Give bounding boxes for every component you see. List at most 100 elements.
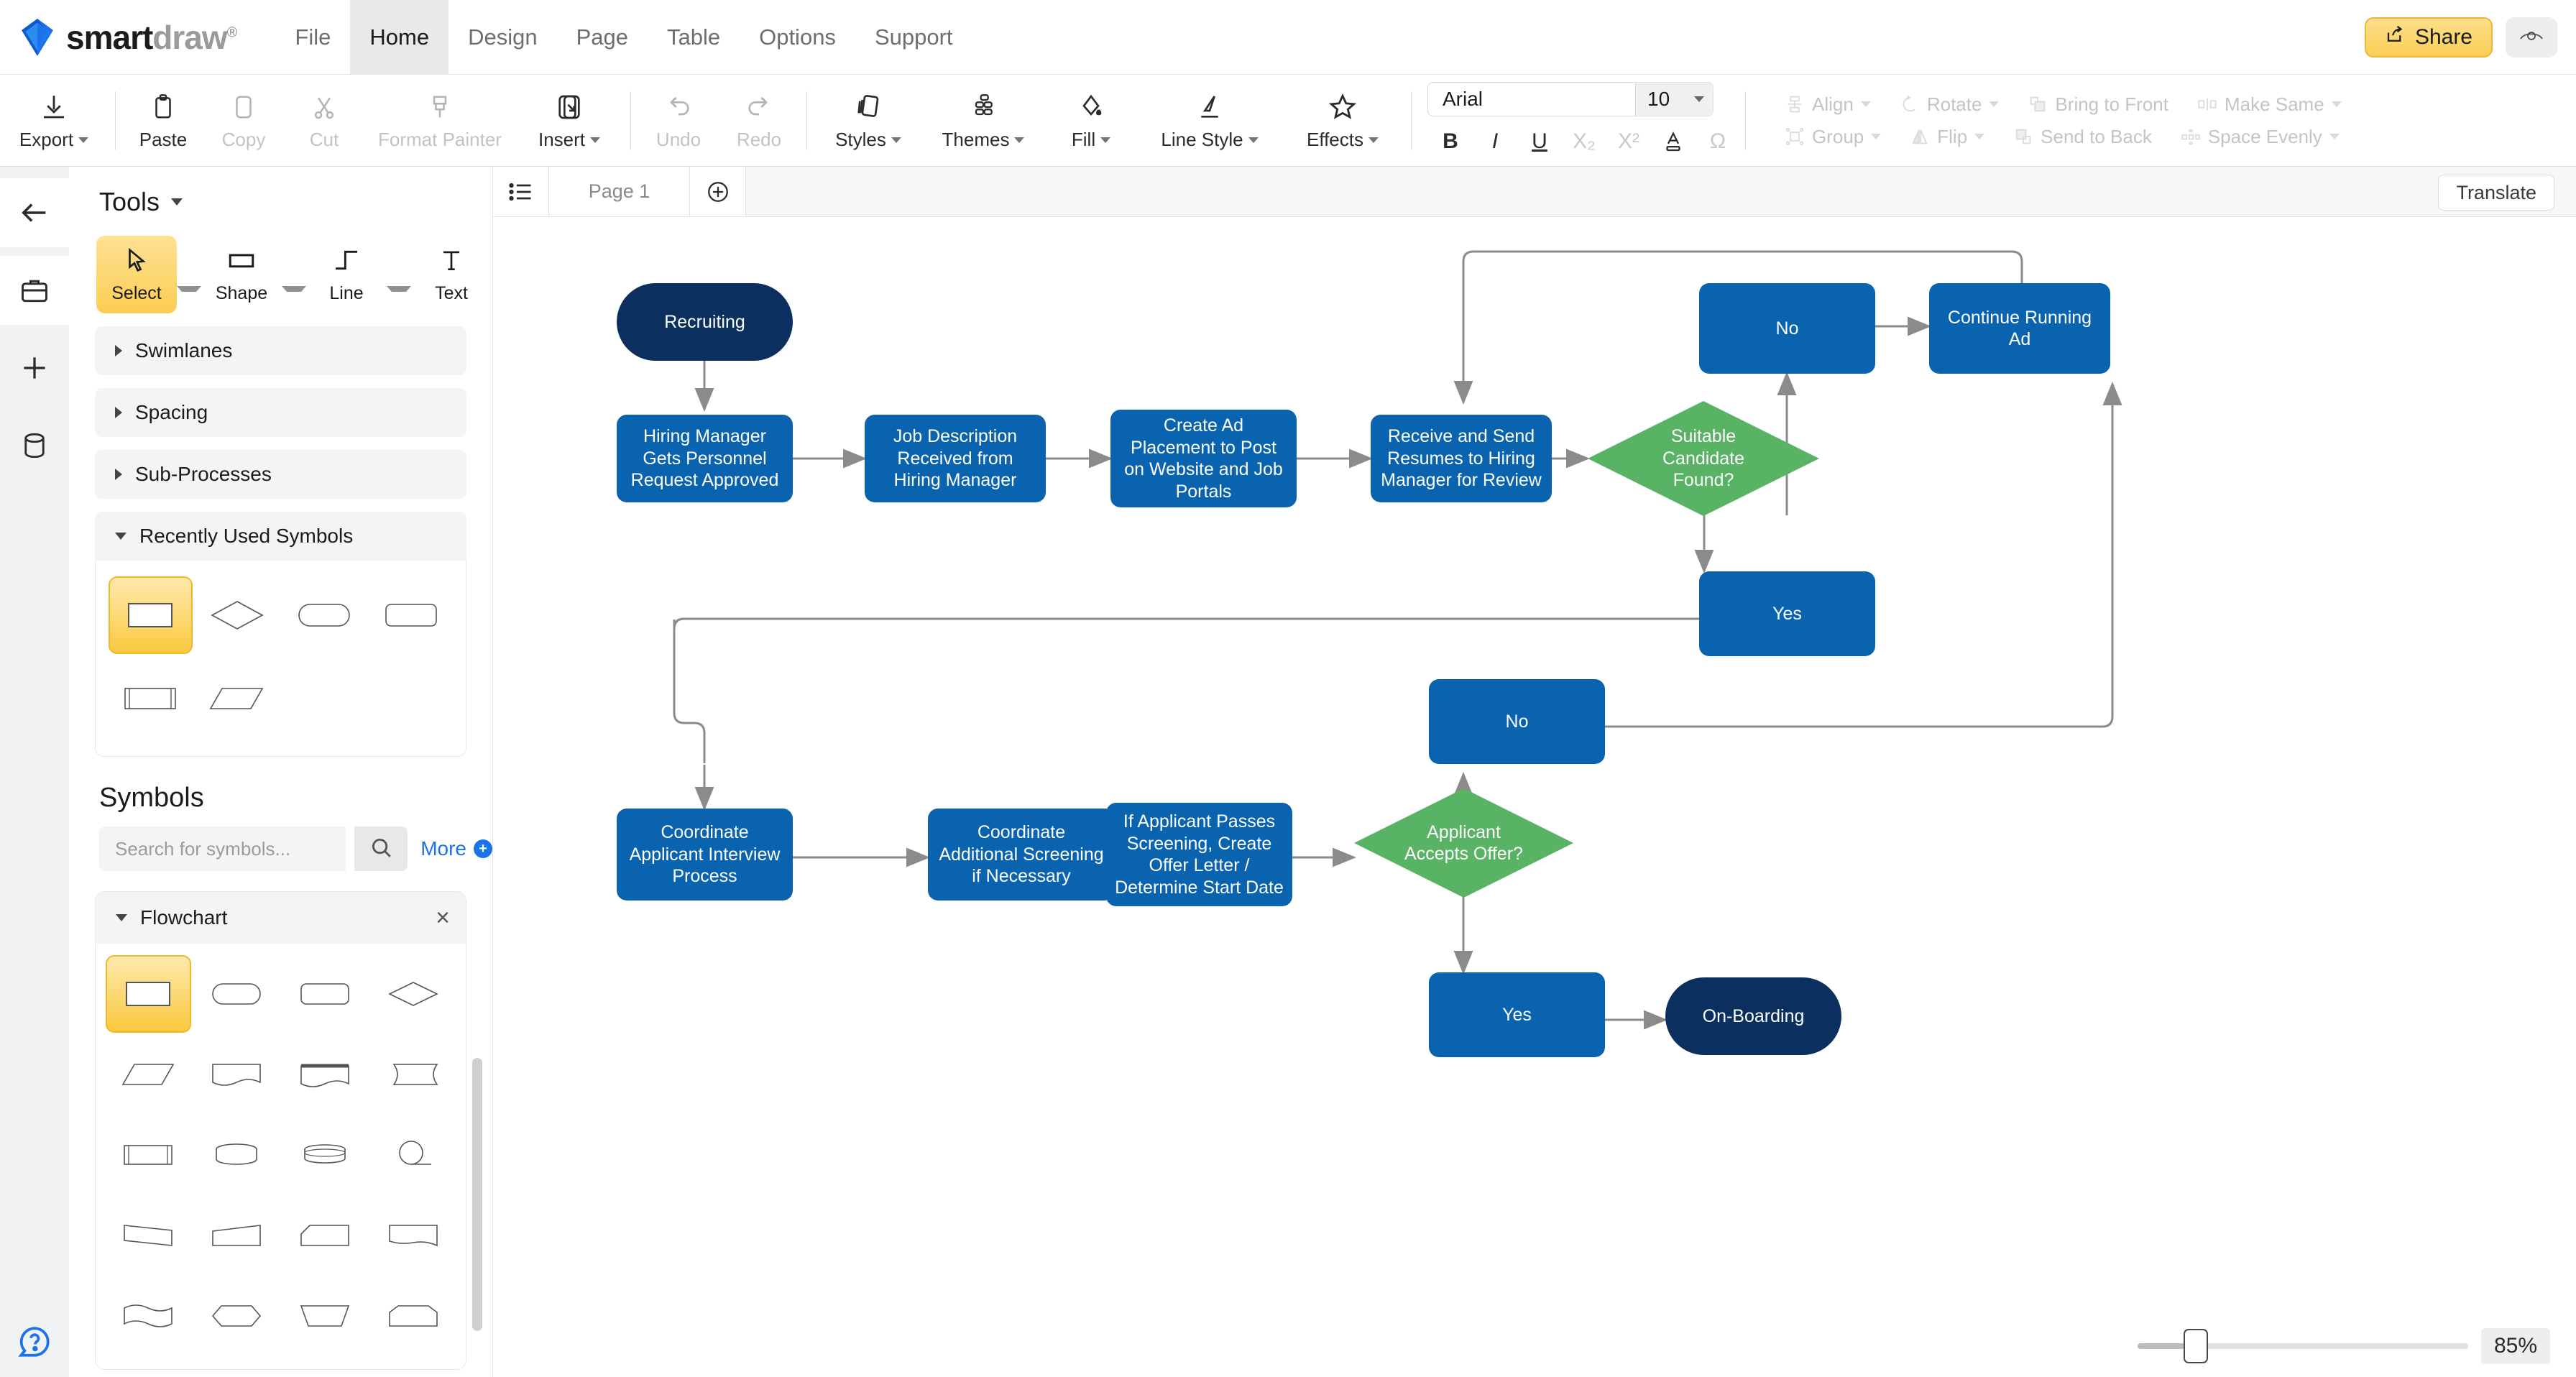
node-no-offer[interactable]: No bbox=[1429, 679, 1605, 764]
superscript-button[interactable]: X² bbox=[1618, 129, 1639, 153]
page-tab-1[interactable]: Page 1 bbox=[549, 167, 690, 216]
symbol-direct-access-storage[interactable] bbox=[194, 1116, 280, 1194]
symbol-wave[interactable] bbox=[106, 1277, 191, 1355]
accordion-spacing[interactable]: Spacing bbox=[95, 388, 466, 437]
underline-button[interactable]: U bbox=[1532, 129, 1547, 153]
tool-text[interactable]: Text bbox=[411, 236, 492, 313]
brand-logo[interactable]: smartdraw® bbox=[20, 18, 237, 57]
align-button[interactable]: Align bbox=[1770, 93, 1885, 116]
symbol-rectangle[interactable] bbox=[106, 955, 191, 1033]
node-yes-suitable[interactable]: Yes bbox=[1699, 571, 1875, 656]
menu-item-home[interactable]: Home bbox=[350, 0, 449, 75]
export-button[interactable]: Export bbox=[0, 75, 108, 167]
font-color-button[interactable] bbox=[1653, 124, 1693, 160]
menu-item-support[interactable]: Support bbox=[874, 24, 953, 50]
bold-button[interactable]: B bbox=[1443, 129, 1458, 153]
effects-button[interactable]: Effects bbox=[1282, 75, 1404, 167]
symbol-hexagon[interactable] bbox=[194, 1277, 280, 1355]
symbol-rounded-rectangle[interactable] bbox=[282, 955, 368, 1033]
panel-title[interactable]: Tools bbox=[69, 167, 492, 217]
subscript-button[interactable]: X₂ bbox=[1573, 129, 1596, 153]
line-tool-chevron-icon[interactable] bbox=[387, 286, 411, 292]
symbol-predefined-process[interactable] bbox=[106, 1116, 191, 1194]
panel-scrollbar[interactable] bbox=[472, 1058, 482, 1331]
page-list-button[interactable] bbox=[493, 167, 549, 216]
share-button[interactable]: Share bbox=[2364, 17, 2493, 57]
zoom-slider-thumb[interactable] bbox=[2183, 1329, 2208, 1363]
back-button[interactable] bbox=[0, 178, 69, 247]
symbol-diamond[interactable] bbox=[196, 576, 280, 654]
styles-button[interactable]: Styles bbox=[814, 75, 922, 167]
send-to-back-button[interactable]: Send to Back bbox=[1999, 126, 2166, 148]
flip-button[interactable]: Flip bbox=[1895, 126, 1999, 148]
symbol-corner-cut-rectangle[interactable] bbox=[282, 1197, 368, 1274]
tool-line[interactable]: Line bbox=[306, 236, 387, 313]
paste-button[interactable]: Paste bbox=[123, 75, 203, 167]
symbol-bowtie[interactable] bbox=[106, 1197, 191, 1274]
symbol-stadium[interactable] bbox=[282, 576, 367, 654]
redo-button[interactable]: Redo bbox=[719, 75, 799, 167]
preview-eye-button[interactable] bbox=[2506, 17, 2557, 57]
translate-button[interactable]: Translate bbox=[2438, 175, 2554, 211]
symbol-diamond[interactable] bbox=[370, 955, 456, 1033]
space-evenly-button[interactable]: Space Evenly bbox=[2166, 126, 2354, 148]
symbol-connector-circle[interactable] bbox=[370, 1116, 456, 1194]
symbol-document[interactable] bbox=[194, 1036, 280, 1113]
menu-item-design[interactable]: Design bbox=[468, 24, 538, 50]
accordion-swimlanes[interactable]: Swimlanes bbox=[95, 326, 466, 375]
group-button[interactable]: Group bbox=[1770, 126, 1895, 148]
more-symbols-link[interactable]: More + bbox=[420, 837, 492, 860]
symbol-rounded-rectangle[interactable] bbox=[369, 576, 453, 654]
rail-item-templates[interactable] bbox=[0, 256, 69, 325]
undo-button[interactable]: Undo bbox=[638, 75, 719, 167]
menu-item-file[interactable]: File bbox=[295, 24, 331, 50]
symbol-curved-bottom-rectangle[interactable] bbox=[370, 1197, 456, 1274]
symbol-search-button[interactable] bbox=[354, 826, 408, 871]
accordion-recently-used-symbols[interactable]: Recently Used Symbols bbox=[95, 512, 466, 561]
symbol-multi-document[interactable] bbox=[282, 1036, 368, 1113]
symbol-stored-data[interactable] bbox=[370, 1036, 456, 1113]
menu-item-page[interactable]: Page bbox=[576, 24, 628, 50]
italic-button[interactable]: I bbox=[1491, 129, 1499, 153]
themes-button[interactable]: Themes bbox=[922, 75, 1044, 167]
symbol-parallelogram[interactable] bbox=[106, 1036, 191, 1113]
insert-button[interactable]: Insert bbox=[515, 75, 623, 167]
symbol-inverted-trapezoid[interactable] bbox=[282, 1277, 368, 1355]
accordion-sub-processes[interactable]: Sub-Processes bbox=[95, 450, 466, 499]
symbol-trapezoid-slant[interactable] bbox=[194, 1197, 280, 1274]
symbol-disk-storage[interactable] bbox=[282, 1116, 368, 1194]
close-icon[interactable]: × bbox=[436, 904, 450, 931]
add-page-button[interactable] bbox=[690, 167, 746, 216]
menu-item-options[interactable]: Options bbox=[759, 24, 836, 50]
tool-shape[interactable]: Shape bbox=[201, 236, 282, 313]
node-yes-offer[interactable]: Yes bbox=[1429, 972, 1605, 1057]
rail-item-data[interactable] bbox=[0, 411, 69, 480]
zoom-slider-track[interactable] bbox=[2137, 1329, 2468, 1363]
symbol-parallelogram[interactable] bbox=[196, 660, 280, 737]
bring-to-front-button[interactable]: Bring to Front bbox=[2013, 93, 2183, 116]
cut-button[interactable]: Cut bbox=[284, 75, 364, 167]
fill-button[interactable]: Fill bbox=[1044, 75, 1138, 167]
select-tool-chevron-icon[interactable] bbox=[177, 286, 201, 292]
node-no-suitable[interactable]: No bbox=[1699, 283, 1875, 374]
copy-button[interactable]: Copy bbox=[203, 75, 284, 167]
tool-select[interactable]: Select bbox=[96, 236, 177, 313]
node-onboarding[interactable]: On-Boarding bbox=[1665, 977, 1841, 1055]
make-same-button[interactable]: Make Same bbox=[2183, 93, 2356, 116]
symbol-octagon-flat[interactable] bbox=[370, 1277, 456, 1355]
font-size-select[interactable]: 10 bbox=[1636, 81, 1714, 116]
symbol-predefined-process[interactable] bbox=[109, 660, 193, 737]
node-recruiting[interactable]: Recruiting bbox=[617, 283, 793, 361]
menu-item-table[interactable]: Table bbox=[666, 24, 721, 50]
